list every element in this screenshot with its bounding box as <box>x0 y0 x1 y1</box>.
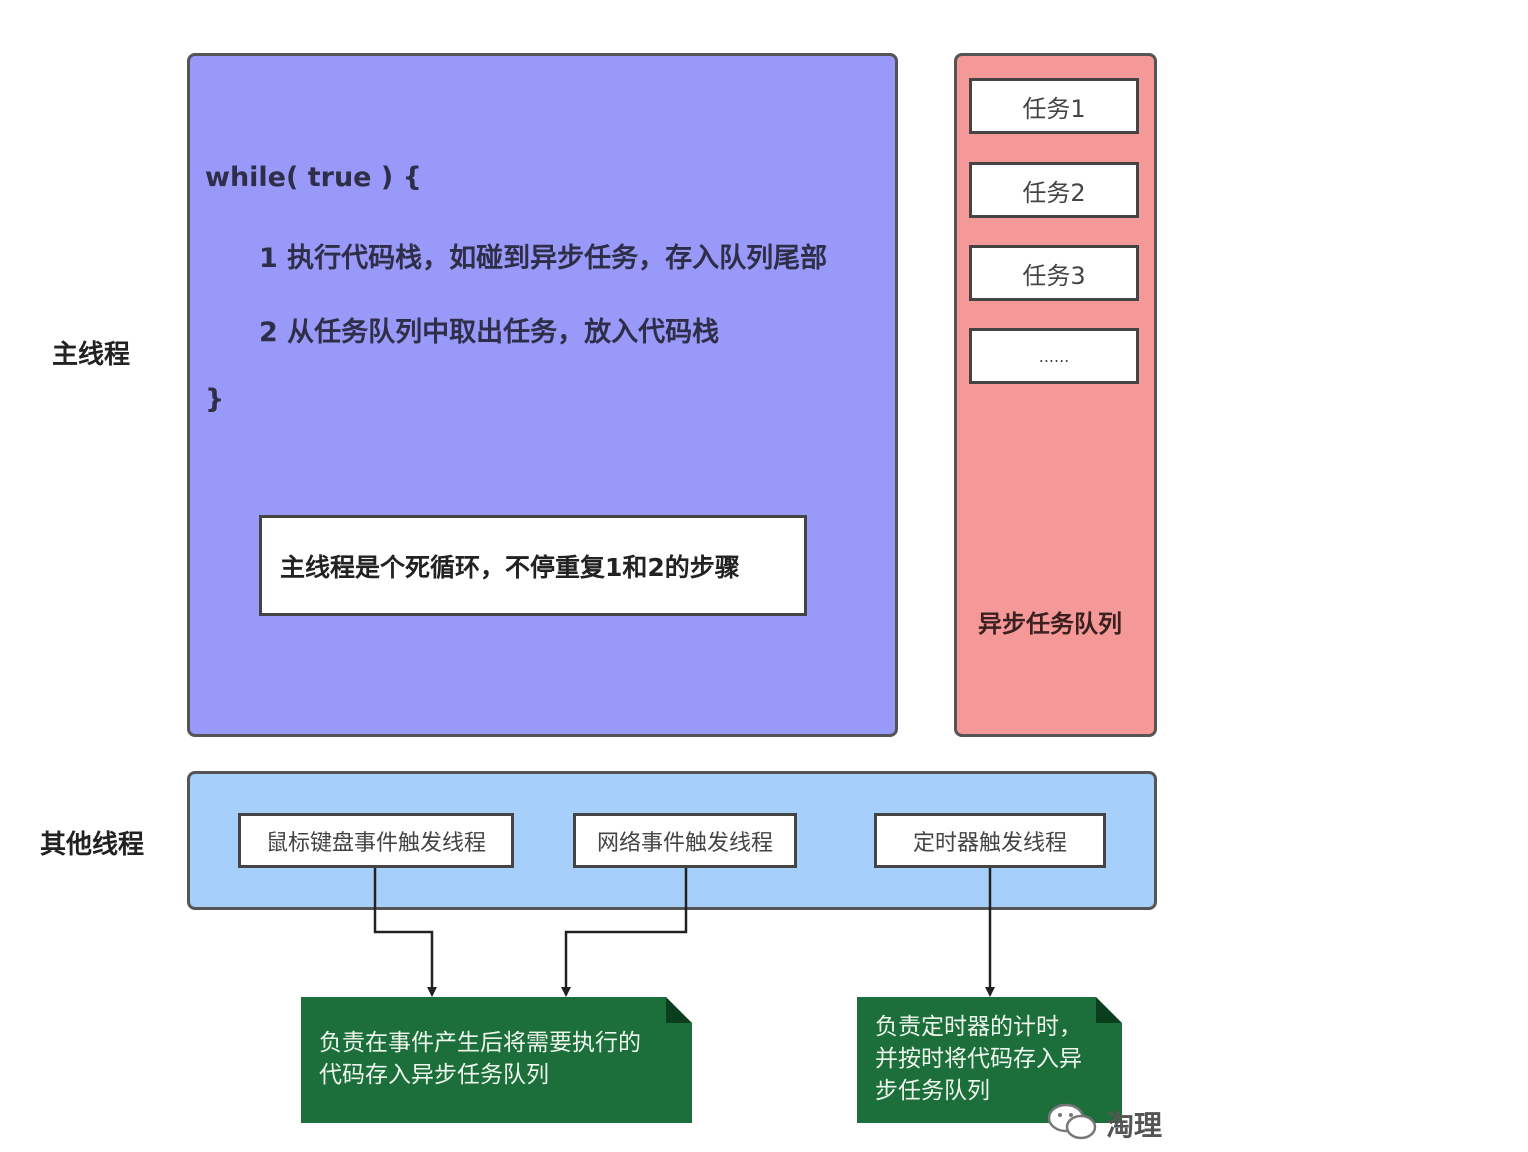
wechat-logo-icon <box>1047 1103 1097 1140</box>
note-fold-corner <box>1096 997 1122 1023</box>
note-fold-corner <box>666 997 692 1023</box>
other-threads-label: 其他线程 <box>40 830 145 860</box>
event-network-note-line-1: 负责在事件产生后将需要执行的 <box>319 1030 641 1056</box>
thread-mouse-keyboard: 鼠标键盘事件触发线程 <box>238 813 514 868</box>
timer-note-line-1: 负责定时器的计时， <box>875 1014 1082 1040</box>
arrow-mouse-to-note <box>373 868 437 997</box>
loop-step-2: 2 从任务队列中取出任务，放入代码栈 <box>259 317 720 348</box>
queue-task-3: 任务3 <box>969 245 1139 301</box>
thread-network: 网络事件触发线程 <box>573 813 797 868</box>
timer-note-line-3: 步任务队列 <box>875 1078 990 1104</box>
loop-close-line: } <box>205 384 225 415</box>
timer-note-line-2: 并按时将代码存入异 <box>875 1046 1082 1072</box>
queue-task-more: ...... <box>969 328 1139 384</box>
main-thread-panel <box>187 53 898 737</box>
timer-note: 负责定时器的计时， 并按时将代码存入异 步任务队列 <box>857 997 1122 1123</box>
async-queue-label: 异步任务队列 <box>978 610 1122 638</box>
event-network-note-line-2: 代码存入异步任务队列 <box>319 1062 549 1088</box>
arrow-network-to-note <box>561 868 688 997</box>
loop-open-line: while( true ) { <box>205 162 422 193</box>
queue-task-2: 任务2 <box>969 162 1139 218</box>
event-network-note: 负责在事件产生后将需要执行的 代码存入异步任务队列 <box>301 997 692 1123</box>
queue-task-1: 任务1 <box>969 78 1139 134</box>
main-thread-label: 主线程 <box>52 340 131 370</box>
thread-timer: 定时器触发线程 <box>874 813 1106 868</box>
watermark-text: 淘理 <box>1106 1109 1163 1142</box>
loop-step-1: 1 执行代码栈，如碰到异步任务，存入队列尾部 <box>259 243 828 274</box>
main-loop-note: 主线程是个死循环，不停重复1和2的步骤 <box>259 515 807 616</box>
